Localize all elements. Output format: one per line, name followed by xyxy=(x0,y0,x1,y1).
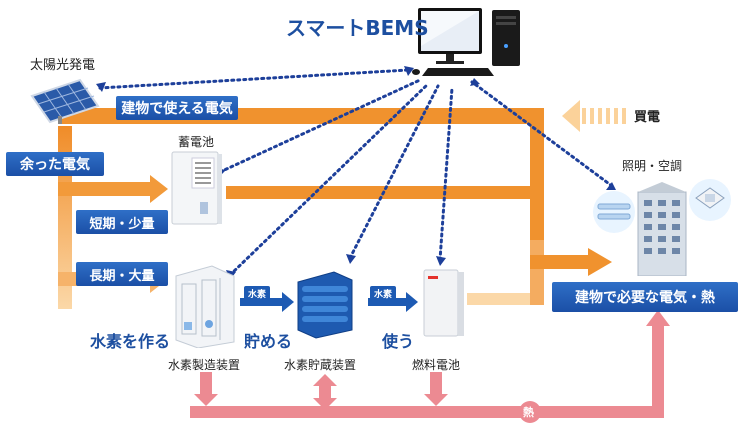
use-label: 使う xyxy=(382,332,415,351)
bems-title: スマートBEMS xyxy=(286,16,429,40)
h2-arrow-2 xyxy=(368,298,408,306)
heat-badge-circle xyxy=(519,401,541,423)
h2-arrowhead-2 xyxy=(406,292,418,312)
bems-comm-lines xyxy=(98,68,614,277)
short-small-branch xyxy=(58,182,153,196)
h2-generator-label: 水素製造装置 xyxy=(168,358,241,372)
fuel-cell-label: 燃料電池 xyxy=(412,358,461,372)
battery-flow xyxy=(226,186,536,199)
buy-power-label: 買電 xyxy=(634,110,661,125)
heat-label: 熱 xyxy=(523,406,534,419)
solar-panel-icon xyxy=(30,78,100,124)
solar-label: 太陽光発電 xyxy=(30,58,96,73)
fuelcell-up xyxy=(530,240,544,305)
h2-storage-label: 水素貯蔵装置 xyxy=(284,358,357,372)
building-icon xyxy=(637,182,687,276)
make-hydrogen-label: 水素を作る xyxy=(90,332,171,351)
fuelcell-flow xyxy=(467,293,544,305)
h2-arrowhead-1 xyxy=(282,292,294,312)
lighting-ac-label: 照明・空調 xyxy=(622,159,683,173)
hydrogen-flow-label-2: 水素 xyxy=(370,286,397,301)
lighting-icon xyxy=(593,191,635,233)
surplus-label: 余った電気 xyxy=(6,152,104,176)
hydrogen-storage-icon xyxy=(297,271,353,339)
to-building-band xyxy=(530,255,590,269)
fuel-cell-icon xyxy=(423,269,464,337)
buy-power-arrow xyxy=(562,100,626,132)
air-conditioner-icon xyxy=(689,179,731,221)
hydrogen-flow-label-1: 水素 xyxy=(244,286,271,301)
building-needs-label: 建物で必要な電気・熱 xyxy=(552,282,738,312)
hydrogen-generator-icon xyxy=(175,265,235,348)
h2-arrow-1 xyxy=(240,298,284,306)
bems-computer-icon xyxy=(412,8,520,76)
short-small-arrowhead xyxy=(150,175,168,203)
battery-label: 蓄電池 xyxy=(178,135,215,149)
battery-unit-icon xyxy=(171,151,222,225)
heat-network xyxy=(190,310,670,418)
usable-power-label: 建物で使える電気 xyxy=(116,96,238,120)
long-large-label: 長期・大量 xyxy=(76,262,168,286)
short-small-label: 短期・少量 xyxy=(76,210,168,234)
right-trunk xyxy=(530,108,544,268)
store-label: 貯める xyxy=(244,332,293,351)
to-building-arrowhead xyxy=(588,248,612,276)
